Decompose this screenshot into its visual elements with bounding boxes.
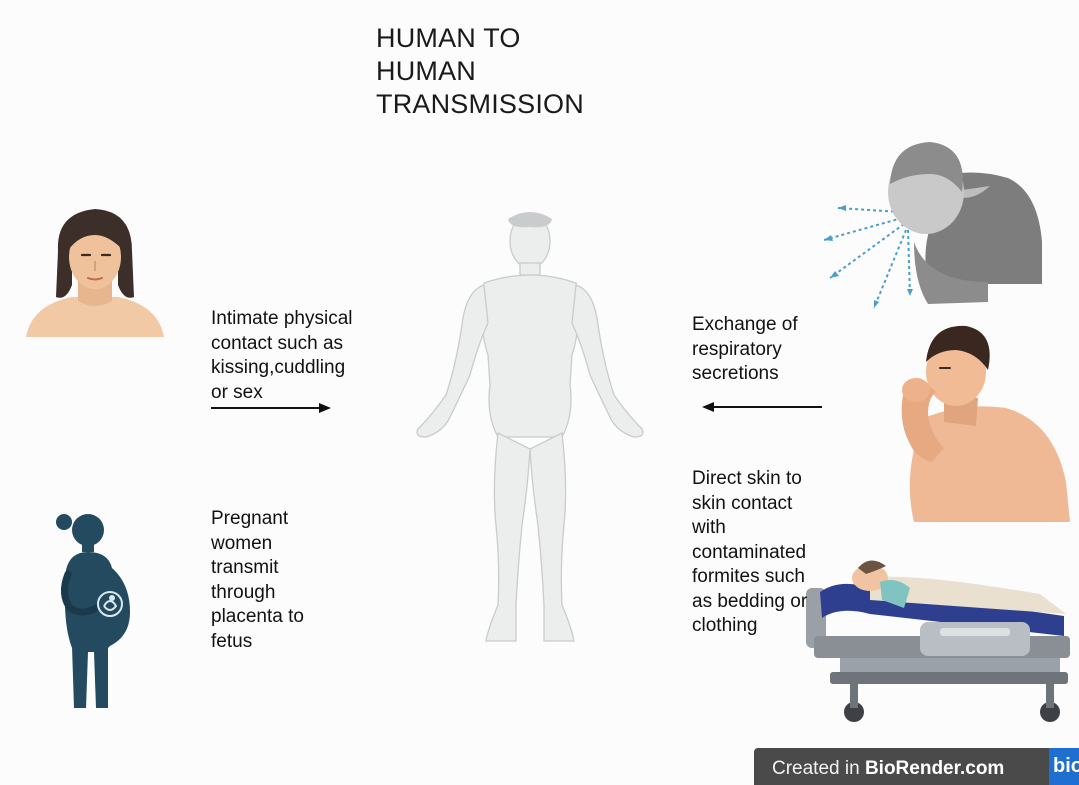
label-line: contact such as (211, 332, 401, 357)
label-line: placenta to (211, 605, 341, 630)
biorender-logo-icon: bio (1049, 748, 1079, 785)
label-line: skin contact (692, 492, 852, 517)
human-body-icon (412, 205, 647, 650)
label-respiratory-secretions: Exchange of respiratory secretions (692, 313, 842, 387)
title-line: TRANSMISSION (376, 88, 636, 121)
label-line: formites such (692, 565, 852, 590)
title-line: HUMAN (376, 55, 636, 88)
label-line: kissing,cuddling (211, 356, 401, 381)
coughing-man-icon (884, 322, 1072, 522)
title-line: HUMAN TO (376, 22, 636, 55)
label-line: Exchange of (692, 313, 842, 338)
label-line: through (211, 581, 341, 606)
biorender-footer[interactable]: Created in BioRender.com bio (754, 748, 1079, 785)
footer-text: Created in BioRender.com (772, 758, 1004, 780)
label-line: Pregnant (211, 507, 341, 532)
sneezing-man-icon (818, 132, 1048, 312)
pregnant-woman-icon (52, 512, 134, 712)
logo-text: bio (1053, 755, 1079, 778)
label-line: Intimate physical (211, 307, 401, 332)
label-line: transmit (211, 556, 341, 581)
label-line: with (692, 516, 852, 541)
footer-created-in: Created in (772, 758, 865, 779)
woman-portrait-icon (22, 205, 168, 343)
label-line: clothing (692, 614, 852, 639)
label-line: women (211, 532, 341, 557)
label-line: respiratory (692, 338, 842, 363)
label-line: as bedding or (692, 590, 852, 615)
label-line: or sex (211, 381, 401, 406)
label-pregnant-transmission: Pregnant women transmit through placenta… (211, 507, 341, 654)
label-line: secretions (692, 362, 842, 387)
label-skin-contact: Direct skin to skin contact with contami… (692, 467, 852, 639)
diagram-title: HUMAN TO HUMAN TRANSMISSION (376, 22, 636, 121)
label-line: contaminated (692, 541, 852, 566)
label-intimate-contact: Intimate physical contact such as kissin… (211, 307, 401, 405)
left-arrow-icon (700, 400, 822, 414)
footer-brand: BioRender.com (865, 758, 1004, 779)
label-line: fetus (211, 630, 341, 655)
label-line: Direct skin to (692, 467, 852, 492)
